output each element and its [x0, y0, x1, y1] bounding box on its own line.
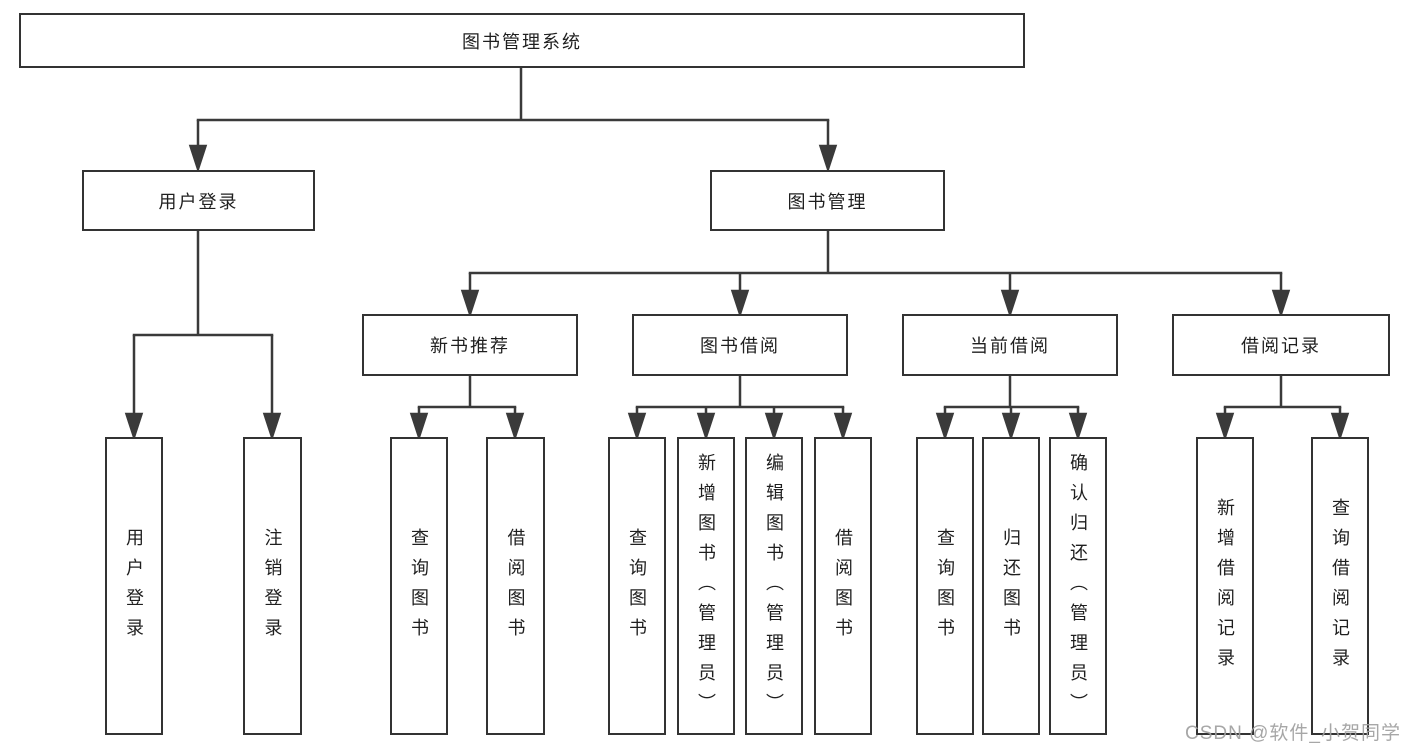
leaf-add-borrow-record: 新增借阅记录: [1196, 437, 1254, 735]
leaf-query-borrow-record: 查询借阅记录: [1311, 437, 1369, 735]
node-current-borrowing: 当前借阅: [902, 314, 1118, 376]
leaf-query-books-recommend: 查询图书: [390, 437, 448, 735]
node-root-library-system: 图书管理系统: [19, 13, 1025, 68]
watermark: CSDN @软件_小贺同学: [1185, 723, 1401, 744]
leaf-return-books: 归还图书: [982, 437, 1040, 735]
node-borrowing-records: 借阅记录: [1172, 314, 1390, 376]
leaf-confirm-return-admin: 确认归还（管理员）: [1049, 437, 1107, 735]
leaf-user-login: 用户登录: [105, 437, 163, 735]
leaf-edit-books-admin: 编辑图书（管理员）: [745, 437, 803, 735]
node-user-login: 用户登录: [82, 170, 315, 231]
node-book-management: 图书管理: [710, 170, 945, 231]
leaf-query-books-borrowing: 查询图书: [608, 437, 666, 735]
node-book-borrowing: 图书借阅: [632, 314, 848, 376]
leaf-borrow-books-recommend: 借阅图书: [486, 437, 545, 735]
leaf-borrow-books: 借阅图书: [814, 437, 872, 735]
leaf-query-books-current: 查询图书: [916, 437, 974, 735]
leaf-add-books-admin: 新增图书（管理员）: [677, 437, 735, 735]
node-new-book-recommend: 新书推荐: [362, 314, 578, 376]
leaf-logout: 注销登录: [243, 437, 302, 735]
